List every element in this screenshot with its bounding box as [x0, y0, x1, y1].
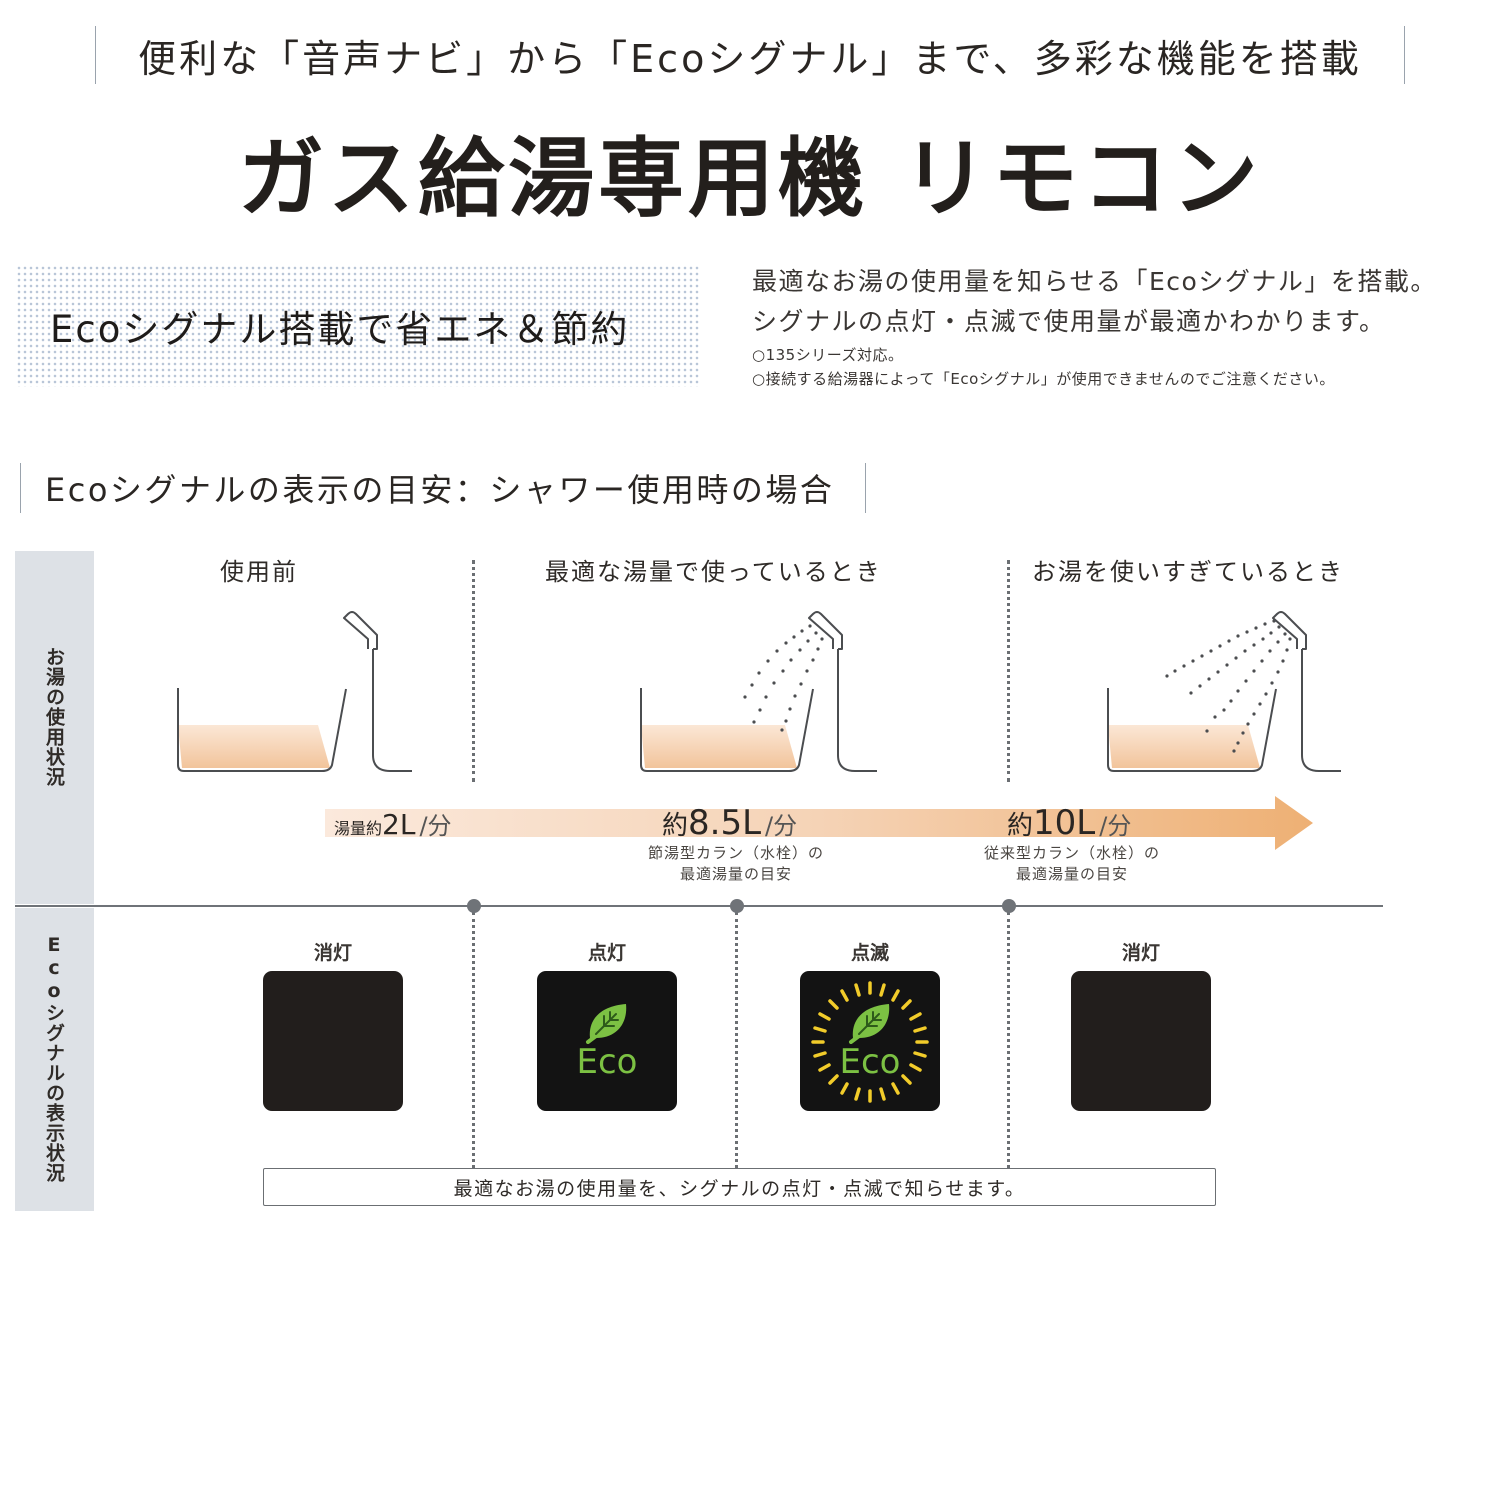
- tagline-box: 便利な「音声ナビ」から「Ecoシグナル」まで、多彩な機能を搭載: [95, 26, 1405, 84]
- flow-rate-low: 湯量約 2L /分: [334, 806, 452, 841]
- timeline-node: [1002, 899, 1016, 913]
- flow-mid-note-line2: 最適湯量の目安: [679, 865, 792, 883]
- flow-arrow-icon: [325, 796, 1313, 850]
- flow-rate-mid: 約 8.5L /分: [662, 803, 797, 843]
- eco-label: Eco: [576, 1042, 638, 1082]
- flow-rate-high: 約 10L /分: [1007, 803, 1131, 843]
- flow-mid-unit: /分: [765, 812, 798, 840]
- column-header-optimal: 最適な湯量で使っているとき: [545, 558, 882, 586]
- feature-note-1: ○135シリーズ対応。: [752, 346, 904, 364]
- flow-low-prefix: 湯量約: [334, 819, 383, 838]
- flow-high-note: 従来型カラン（水栓）の 最適湯量の目安: [972, 843, 1172, 885]
- signal-state-label-off-1: 消灯: [313, 942, 352, 964]
- signal-panel-on: Eco: [537, 971, 677, 1111]
- timeline-node: [730, 899, 744, 913]
- footer-note-box: 最適なお湯の使用量を、シグナルの点灯・点滅で知らせます。: [263, 1168, 1216, 1206]
- feature-note-2: ○接続する給湯器によって「Ecoシグナル」が使用できませんのでご注意ください。: [752, 370, 1335, 388]
- divider-dotted: [735, 912, 738, 1168]
- bathtub-shower-moderate-icon: [640, 611, 877, 772]
- signal-state-label-off-2: 消灯: [1121, 942, 1160, 964]
- divider-dotted: [1007, 560, 1010, 782]
- feature-description-2: シグナルの点灯・点滅で使用量が最適かわかります。: [752, 307, 1386, 336]
- page-title: ガス給湯専用機 リモコン: [238, 129, 1262, 229]
- section-heading: Ecoシグナルの表示の目安：シャワー使用時の場合: [20, 463, 866, 513]
- column-header-before-use: 使用前: [220, 558, 298, 586]
- flow-high-unit: /分: [1099, 812, 1132, 840]
- feature-panel: Ecoシグナル搭載で省エネ＆節約: [16, 265, 700, 387]
- signal-panel-off: [263, 971, 403, 1111]
- flow-high-note-line1: 従来型カラン（水栓）の: [983, 844, 1160, 862]
- eco-leaf-icon: [849, 1004, 890, 1044]
- signal-panel-off: [1071, 971, 1211, 1111]
- section-heading-text: Ecoシグナルの表示の目安：シャワー使用時の場合: [45, 471, 835, 509]
- flow-high-prefix: 約: [1007, 811, 1034, 841]
- signal-state-label-blink: 点滅: [850, 942, 889, 964]
- flow-low-unit: /分: [419, 812, 452, 840]
- row-label-usage: お湯の使用状況: [15, 551, 94, 904]
- flow-high-note-line2: 最適湯量の目安: [1015, 865, 1128, 883]
- flow-mid-note-line1: 節湯型カラン（水栓）の: [647, 844, 824, 862]
- eco-label: Eco: [839, 1042, 901, 1082]
- divider-dotted: [472, 912, 475, 1168]
- divider-dotted: [1007, 912, 1010, 1168]
- flow-mid-note: 節湯型カラン（水栓）の 最適湯量の目安: [636, 843, 836, 885]
- flow-mid-prefix: 約: [662, 811, 689, 841]
- timeline-node: [467, 899, 481, 913]
- row-label-signal-text: Ecoシグナルの表示状況: [43, 934, 65, 1183]
- eco-leaf-icon: [586, 1004, 627, 1044]
- divider-dotted: [472, 560, 475, 782]
- row-label-usage-text: お湯の使用状況: [43, 647, 65, 787]
- bathtub-shower-heavy-icon: [1107, 611, 1341, 772]
- signal-panel-blink: Eco: [800, 971, 940, 1111]
- signal-state-label-on: 点灯: [587, 942, 626, 964]
- flow-high-value: 10L: [1033, 803, 1096, 843]
- feature-description-1: 最適なお湯の使用量を知らせる「Ecoシグナル」を搭載。: [752, 267, 1437, 296]
- blink-rays-icon: [811, 981, 929, 1103]
- feature-title: Ecoシグナル搭載で省エネ＆節約: [50, 308, 630, 351]
- flow-mid-value: 8.5L: [688, 803, 762, 843]
- flow-low-value: 2L: [382, 808, 416, 841]
- footer-note: 最適なお湯の使用量を、シグナルの点灯・点滅で知らせます。: [453, 1177, 1026, 1200]
- timeline-line: [15, 905, 1383, 907]
- bathtub-shower-off-icon: [177, 611, 412, 772]
- column-header-overuse: お湯を使いすぎているとき: [1032, 558, 1344, 586]
- row-label-signal: Ecoシグナルの表示状況: [15, 908, 94, 1211]
- tagline: 便利な「音声ナビ」から「Ecoシグナル」まで、多彩な機能を搭載: [138, 36, 1362, 81]
